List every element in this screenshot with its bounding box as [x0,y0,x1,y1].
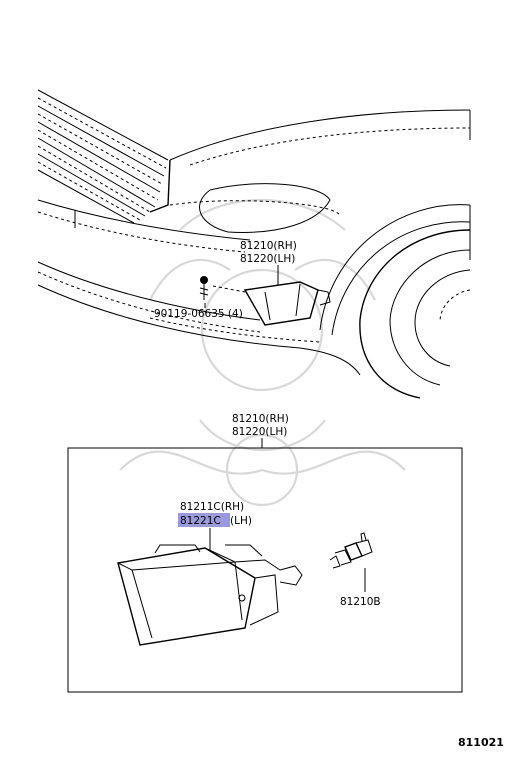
callout-screw: 90119-06635 (4) [154,308,243,320]
fog-lamp-mounted [212,281,331,326]
callout-assembly-lh: 81220(LH) [232,426,287,438]
fog-lamp-exploded [117,544,303,646]
highlight-box [178,513,230,527]
callout-lens-lh-side: (LH) [230,515,252,527]
callout-bulb: 81210B [340,596,381,608]
vehicle-body-illustration [37,89,471,399]
assembly-detail-box [67,447,463,693]
callout-lens-rh: 81211C(RH) [180,501,244,513]
callout-upper-part-rh: 81210(RH) [240,240,297,252]
watermark-emblem [119,199,406,507]
callout-lens-lh-code[interactable]: 81221C [180,515,221,527]
bulb-icon [329,532,373,569]
callout-upper-part-lh: 81220(LH) [240,253,295,265]
callout-assembly-rh: 81210(RH) [232,413,289,425]
figure-number: 811021 [458,736,504,749]
screw-icon [199,276,209,300]
grille [37,89,171,224]
